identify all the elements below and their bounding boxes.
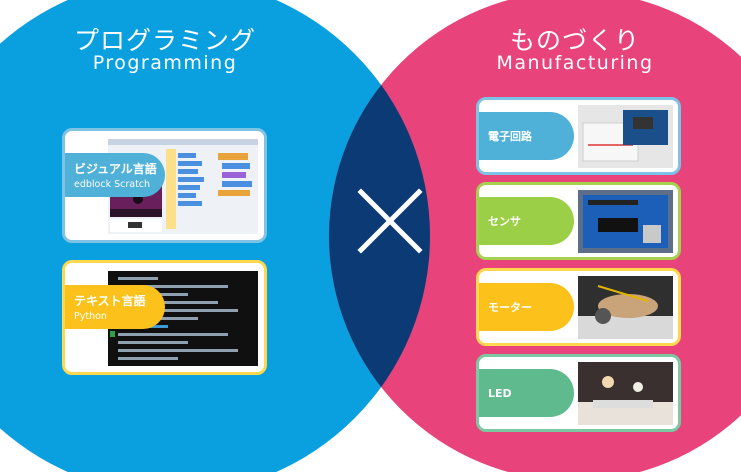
text-language-label: テキスト言語 bbox=[74, 294, 146, 308]
manufacturing-title: ものづくり Manufacturing bbox=[460, 26, 690, 75]
motor-pill: モーター bbox=[479, 283, 574, 331]
programming-title-en: Programming bbox=[92, 52, 238, 75]
visual-language-card: ビジュアル言語 edblock Scratch bbox=[62, 128, 267, 243]
manufacturing-title-jp: ものづくり bbox=[509, 26, 640, 55]
circuit-label: 電子回路 bbox=[488, 130, 532, 143]
sensor-pill: センサ bbox=[479, 197, 574, 245]
text-language-card: テキスト言語 Python bbox=[62, 260, 267, 375]
sensor-label: センサ bbox=[488, 215, 521, 228]
led-pill: LED bbox=[479, 369, 574, 417]
visual-language-sublabel: edblock Scratch bbox=[74, 179, 151, 190]
led-card: LED bbox=[476, 354, 681, 432]
led-photo bbox=[578, 362, 673, 425]
visual-language-pill: ビジュアル言語 edblock Scratch bbox=[65, 153, 165, 197]
visual-language-label: ビジュアル言語 bbox=[74, 162, 157, 176]
led-label: LED bbox=[488, 386, 512, 400]
motor-label: モーター bbox=[488, 301, 532, 314]
manufacturing-title-en: Manufacturing bbox=[496, 52, 654, 75]
sensor-card: センサ bbox=[476, 182, 681, 260]
motor-card: モーター bbox=[476, 268, 681, 346]
sensor-photo bbox=[578, 190, 673, 253]
text-language-pill: テキスト言語 Python bbox=[65, 285, 165, 329]
multiply-icon bbox=[357, 188, 423, 254]
circuit-pill: 電子回路 bbox=[479, 112, 574, 160]
programming-title: プログラミング Programming bbox=[40, 26, 290, 75]
programming-title-jp: プログラミング bbox=[73, 26, 256, 55]
circuit-card: 電子回路 bbox=[476, 97, 681, 175]
motor-photo bbox=[578, 276, 673, 339]
text-language-sublabel: Python bbox=[74, 311, 107, 322]
circuit-photo bbox=[578, 105, 673, 168]
